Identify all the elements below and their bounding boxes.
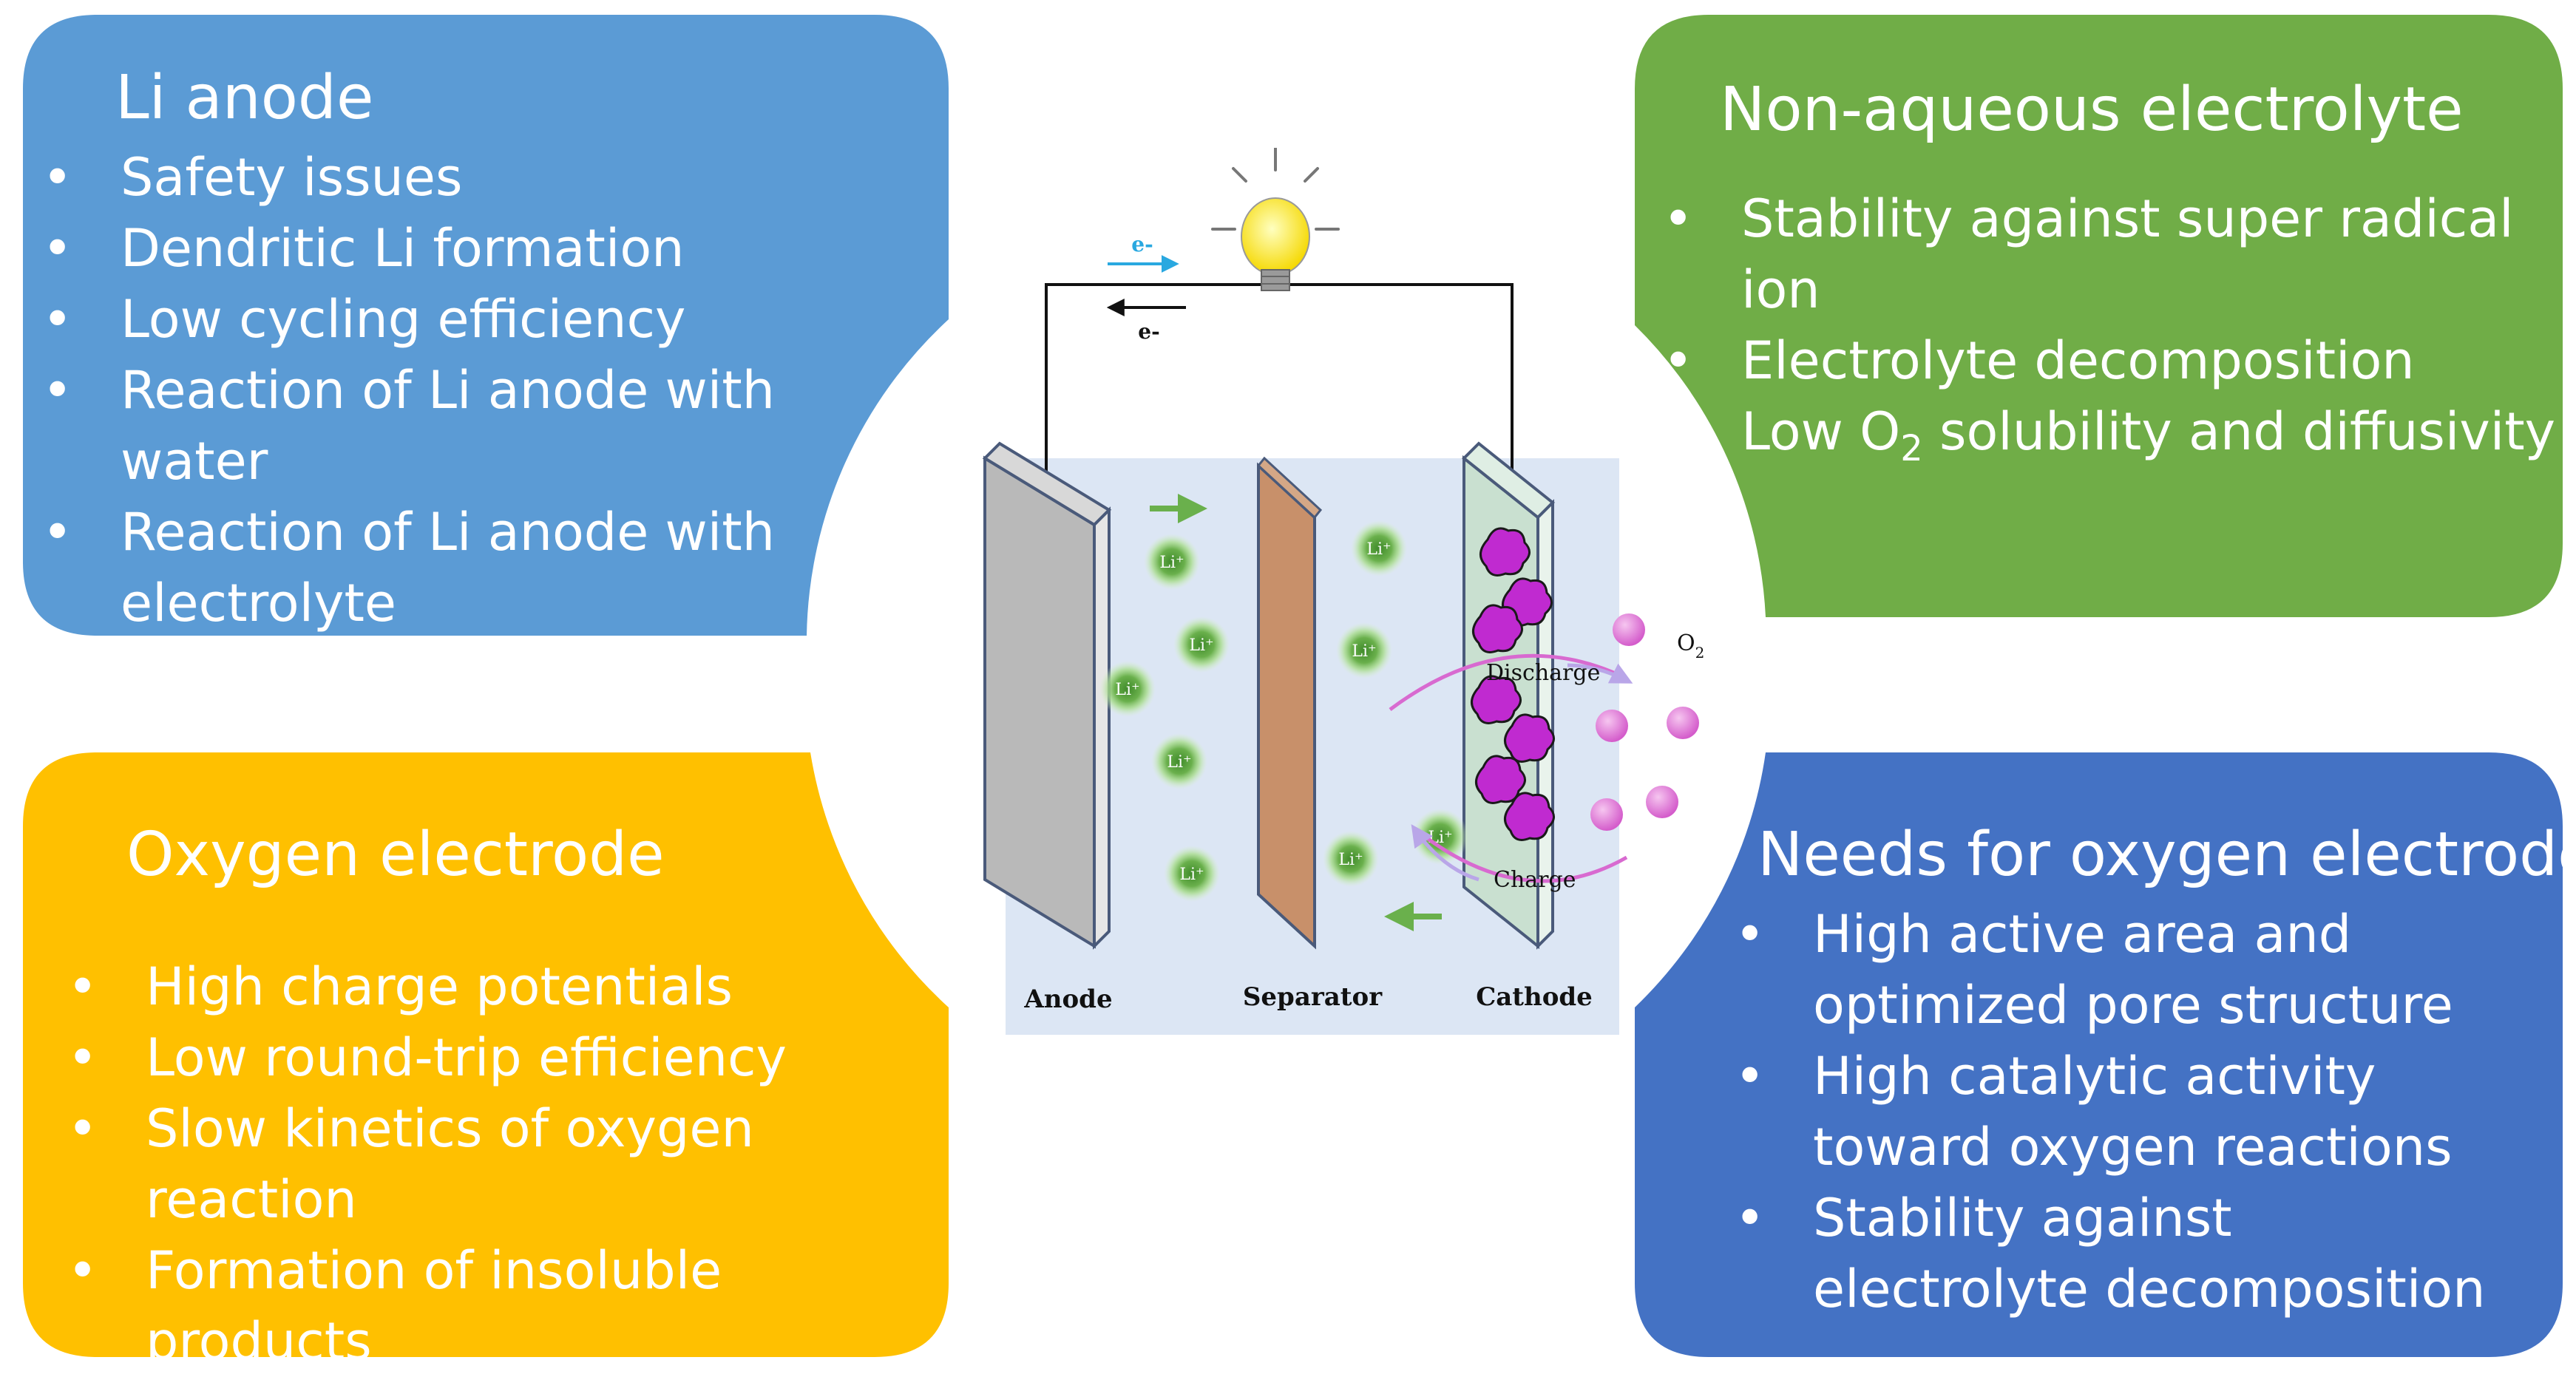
li-anode-item: Reaction of Li anode with electrolyte [42, 497, 786, 639]
discharge-arc [1389, 653, 1628, 712]
needs-item: High active area and optimized pore stru… [1735, 899, 2511, 1041]
charge-arrow [1411, 824, 1479, 882]
o2-item-subscript: 2 [1900, 428, 1923, 469]
li-ions: Li⁺ Li⁺ Li⁺ Li⁺ Li⁺ Li⁺ Li⁺ Li⁺ Li⁺ [1099, 520, 1468, 902]
li-anode-list: Safety issues Dendritic Li formation Low… [42, 142, 937, 639]
oxygen-molecule [1596, 710, 1628, 742]
battery-diagram: e- e- Li⁺ Li⁺ Li⁺ Li⁺ Li⁺ Li⁺ Li⁺ Li⁺ [982, 148, 1704, 1035]
oxygen-molecule [1590, 798, 1623, 831]
cathode-label: Cathode [1476, 982, 1593, 1012]
needs-item: High catalytic activity toward oxygen re… [1735, 1041, 2511, 1183]
oxygen-electrode-item: Low round-trip efficiency [67, 1022, 955, 1093]
needs-list: High active area and optimized pore stru… [1735, 899, 2511, 1325]
oxygen-electrode-item: High charge potentials [67, 951, 955, 1022]
svg-text:Li⁺: Li⁺ [1352, 642, 1376, 661]
anode-electrode [982, 441, 1112, 950]
oxygen-electrode-item: Formation of insoluble products [67, 1235, 955, 1377]
electrolyte-title: Non-aqueous electrolyte [1720, 75, 2464, 145]
svg-text:Li⁺: Li⁺ [1179, 866, 1204, 884]
svg-text:Li⁺: Li⁺ [1338, 851, 1363, 869]
li-ion: Li⁺ [1323, 831, 1379, 887]
li-ion: Li⁺ [1351, 520, 1407, 577]
o2-item-text-before: Low O [1741, 401, 1901, 462]
svg-text:Li⁺: Li⁺ [1115, 681, 1139, 699]
li-ion: Li⁺ [1099, 661, 1156, 717]
oxygen-molecule [1646, 786, 1678, 818]
svg-text:Li⁺: Li⁺ [1428, 829, 1452, 847]
li-ion: Li⁺ [1144, 534, 1200, 590]
anode-label: Anode [1023, 985, 1112, 1014]
electrolyte-panel: Non-aqueous electrolyte Stability agains… [1635, 15, 2563, 617]
electrolyte-list: Stability against super radical ion Elec… [1663, 183, 2558, 484]
oxygen-electrode-list: High charge potentials Low round-trip ef… [67, 951, 955, 1377]
li-anode-item: Low cycling efficiency [42, 284, 937, 355]
electrolyte-item: Stability against super radical ion [1663, 183, 2558, 325]
li-anode-item: Dendritic Li formation [42, 213, 937, 284]
electrolyte-item-o2: Low O2 solubility and diffusivity [1663, 396, 2558, 484]
charge-label: Charge [1494, 867, 1576, 893]
li-anode-panel: Li anode Safety issues Dendritic Li form… [23, 15, 949, 636]
needs-title: Needs for oxygen electrode [1758, 820, 2576, 890]
li-anode-item: Reaction of Li anode with water [42, 355, 937, 497]
svg-text:Li⁺: Li⁺ [1159, 554, 1184, 572]
discharge-label: Discharge [1486, 660, 1600, 686]
li-ion: Li⁺ [1173, 616, 1230, 673]
needs-panel: Needs for oxygen electrode High active a… [1635, 752, 2576, 1357]
li-anode-title: Li anode [115, 63, 374, 133]
svg-text:Li⁺: Li⁺ [1366, 540, 1391, 559]
charge-arc [1412, 826, 1628, 883]
oxygen-electrode-panel: Oxygen electrode High charge potentials … [23, 752, 949, 1372]
separator [1256, 456, 1323, 950]
oxygen-molecules [1590, 613, 1699, 831]
svg-text:Li⁺: Li⁺ [1167, 753, 1191, 772]
svg-text:Li⁺: Li⁺ [1189, 636, 1213, 655]
li-ion: Li⁺ [1336, 622, 1392, 679]
electron-label-top: e- [1131, 232, 1153, 256]
light-bulb-icon [1211, 148, 1340, 291]
li-ion: Li⁺ [1164, 846, 1220, 902]
electrolyte-item: Electrolyte decomposition [1663, 325, 2558, 396]
separator-label: Separator [1243, 982, 1383, 1012]
needs-item: Stability against electrolyte decomposit… [1735, 1183, 2511, 1325]
oxygen-molecule [1613, 613, 1645, 646]
oxygen-molecule [1667, 707, 1699, 739]
li-ion: Li⁺ [1151, 733, 1207, 789]
o2-item-text-after: solubility and diffusivity [1922, 401, 2556, 462]
discharge-arrow [1567, 663, 1633, 684]
discharge-products [1471, 527, 1555, 841]
oxygen-electrode-item: Slow kinetics of oxygen reaction [67, 1093, 955, 1235]
li-anode-item: Safety issues [42, 142, 937, 213]
o2-label: O2 [1677, 630, 1704, 662]
oxygen-electrode-title: Oxygen electrode [126, 820, 665, 890]
electron-label-bottom: e- [1138, 319, 1159, 344]
